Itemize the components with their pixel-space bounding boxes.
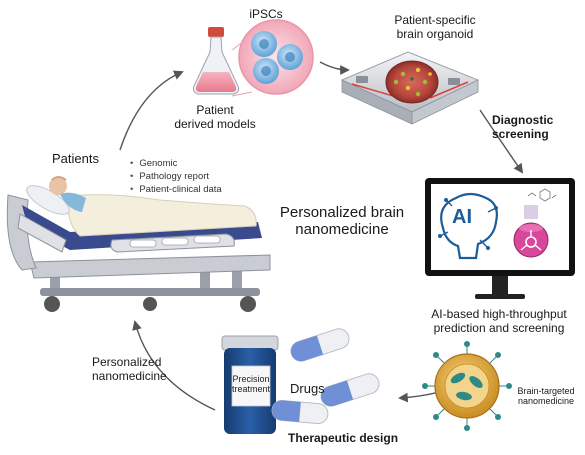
brain-targeted-line-1: Brain-targeted [517,386,575,396]
drugs-label: Drugs [290,381,325,396]
culture-flask-icon [193,27,239,95]
patient-data-genomic: Genomic [130,157,222,170]
diagnostic-screening-line-2: screening [492,126,549,141]
diagnostic-screening-line-1: Diagnostic [492,113,554,127]
therapeutic-design-label: Therapeutic design [288,431,399,445]
diagnostic-screening-label: Diagnostic screening [492,113,554,142]
brain-organoid-line-1: Patient-specific [394,13,476,27]
bottle-label-line-1: Precision [232,374,270,384]
brain-targeted-line-2: nanomedicine [517,396,575,407]
ipscs-label: iPSCs [249,7,283,21]
center-title: Personalized brain nanomedicine [262,204,422,239]
drug-capsules-icon [271,328,380,425]
bottle-label-line-2: treatment [232,384,271,395]
ipsc-dish-icon [231,19,314,97]
patient-data-list: Genomic Pathology report Patient-clinica… [130,157,222,196]
arrow-design-to-patients [132,320,216,411]
brain-organoid-chip-icon [340,51,480,125]
brain-targeted-label: Brain-targeted nanomedicine [512,386,580,407]
bottle-label: Precision treatment [232,374,270,395]
brain-organoid-label: Patient-specific brain organoid [380,13,490,42]
patient-derived-models-label: Patient derived models [170,103,260,132]
pill-bottle-icon [221,335,279,434]
brain-targeted-nanoparticle-icon [422,341,512,431]
arrow-patients-to-models [119,70,184,151]
patients-label: Patients [52,151,99,166]
center-title-line-2: nanomedicine [295,221,389,239]
ai-badge: AI [452,206,472,228]
patient-data-pathology: Pathology report [130,170,222,183]
personalized-nanomedicine-label: Personalized nanomedicine [92,355,167,384]
brain-organoid-line-2: brain organoid [396,26,474,41]
center-title-line-1: Personalized brain [279,204,405,221]
arrow-organoid-to-screening [479,109,524,174]
patient-derived-models-line-1: Patient [196,103,234,117]
ai-prediction-label: AI-based high-throughput prediction and … [424,307,574,336]
personalized-nanomedicine-line-2: nanomedicine [92,368,167,383]
personalized-nanomedicine-line-1: Personalized [92,355,162,369]
ai-brain-icon [438,192,498,260]
arrow-dish-to-organoid [319,61,350,75]
ai-prediction-line-1: AI-based high-throughput [431,307,567,321]
chemistry-flask-icon [513,188,557,258]
patient-bed-icon [6,176,271,312]
ai-prediction-line-2: prediction and screening [433,320,565,335]
patient-derived-models-line-2: derived models [174,116,256,131]
patient-data-clinical: Patient-clinical data [130,183,221,196]
